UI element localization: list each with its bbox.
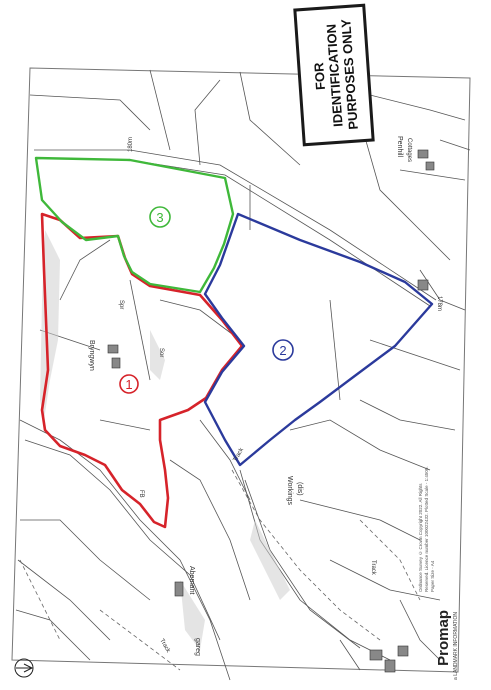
label-penhill: Penhill: [396, 136, 403, 157]
promap-branding: Promap a LANDMARK INFORMATION: [431, 610, 463, 684]
field-boundaries: [15, 69, 471, 681]
label-bryngwyn: Bryngwyn: [88, 340, 95, 371]
map-labels: Penhill Cottages 180m 178m Bryngwyn Spr …: [88, 136, 442, 656]
label-cottages: Cottages: [406, 138, 412, 162]
north-arrow-icon: [14, 658, 34, 678]
parcel-3-boundary: [34, 156, 235, 294]
brand-tagline: a LANDMARK INFORMATION: [453, 612, 459, 680]
label-abernant: Abernant: [188, 566, 195, 594]
parcel-1-marker: 1: [119, 374, 139, 394]
dashed-tracks: [19, 469, 421, 671]
brand-name: Promap: [435, 610, 452, 666]
parcel-3-marker: 3: [149, 206, 171, 228]
label-workings: Workings: [286, 476, 293, 506]
label-workings-dis: (dis): [296, 482, 303, 496]
label-track-3: Track: [158, 638, 171, 655]
parcel-2-marker: 2: [272, 339, 294, 361]
parcel-3-number: 3: [156, 210, 163, 225]
label-elevation-bottom: 178m: [436, 296, 442, 311]
woodland-texture: [40, 230, 290, 650]
copyright-notice: Ordnance Survey © Crown Copyright 2022. …: [418, 466, 435, 592]
parcel-1-boundary: [40, 212, 244, 529]
label-fb: FB: [138, 490, 144, 498]
label-track-2: Track: [370, 560, 376, 576]
label-sor: Sor: [158, 348, 164, 357]
label-elevation-top: 180m: [128, 137, 134, 152]
parcel-1-number: 1: [125, 377, 132, 392]
buildings: [107, 149, 435, 673]
label-garreg: gareg: [194, 638, 201, 656]
parcel-2-boundary: [203, 212, 434, 467]
identification-stamp: FOR IDENTIFICATION PURPOSES ONLY: [293, 3, 375, 147]
parcel-2-number: 2: [279, 343, 286, 358]
label-spr: Spr: [118, 300, 124, 309]
